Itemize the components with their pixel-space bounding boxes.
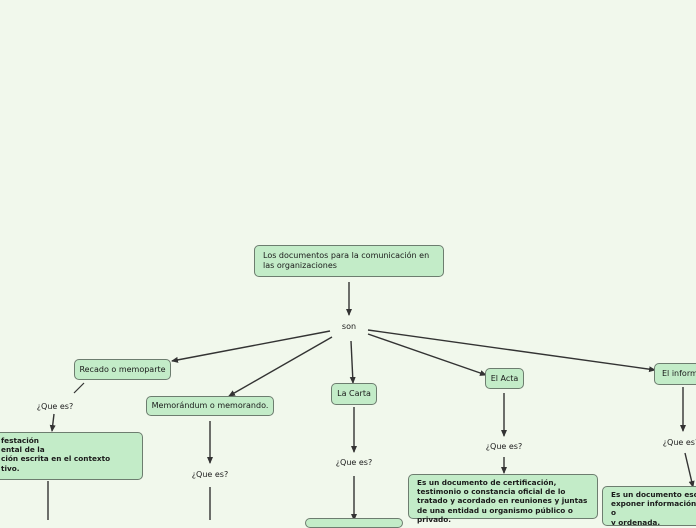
desc-acta[interactable]: Es un documento de certificación, testim…: [408, 474, 598, 524]
edge-son-carta: [349, 340, 356, 384]
node-carta-title: La Carta: [337, 389, 371, 398]
node-informe-title: El inform: [662, 369, 696, 378]
edge-recado-q-desc: [49, 413, 56, 432]
edge-son-memorandum: [228, 336, 333, 397]
root-text: Los documentos para la comunicación en l…: [263, 251, 430, 270]
desc-recado-text: festación ental de la ción escrita en el…: [1, 436, 111, 473]
node-memorandum[interactable]: Memorándum o memorando.: [146, 396, 274, 416]
desc-recado[interactable]: festación ental de la ción escrita en el…: [0, 432, 143, 480]
question-memorandum: ¿Que es?: [191, 470, 229, 479]
question-acta: ¿Que es?: [485, 442, 523, 451]
desc-acta-text: Es un documento de certificación, testim…: [417, 478, 588, 524]
node-memorandum-title: Memorándum o memorando.: [151, 401, 269, 410]
desc-informe-text: Es un documento escr exponer información…: [611, 490, 696, 526]
node-la-carta[interactable]: La Carta: [331, 383, 377, 405]
question-carta: ¿Que es?: [335, 458, 373, 467]
node-el-acta[interactable]: El Acta: [485, 368, 524, 389]
question-informe: ¿Que es?: [662, 438, 696, 447]
node-recado-title: Recado o memoparte: [79, 364, 166, 374]
node-acta-title: El Acta: [490, 373, 519, 383]
node-recado-memoparte[interactable]: Recado o memoparte: [74, 359, 171, 380]
desc-informe[interactable]: Es un documento escr exponer información…: [602, 486, 696, 526]
edge-recado-question: [73, 382, 85, 394]
root-node[interactable]: Los documentos para la comunicación en l…: [254, 245, 444, 277]
node-el-informe[interactable]: El inform: [654, 363, 696, 385]
question-recado: ¿Que es?: [36, 402, 74, 411]
edge-son-acta: [367, 333, 487, 376]
edge-son-recado: [171, 330, 331, 363]
connector-label-son: son: [341, 322, 357, 331]
edge-informe-q-desc: [684, 452, 695, 488]
edge-son-informe: [367, 329, 656, 373]
